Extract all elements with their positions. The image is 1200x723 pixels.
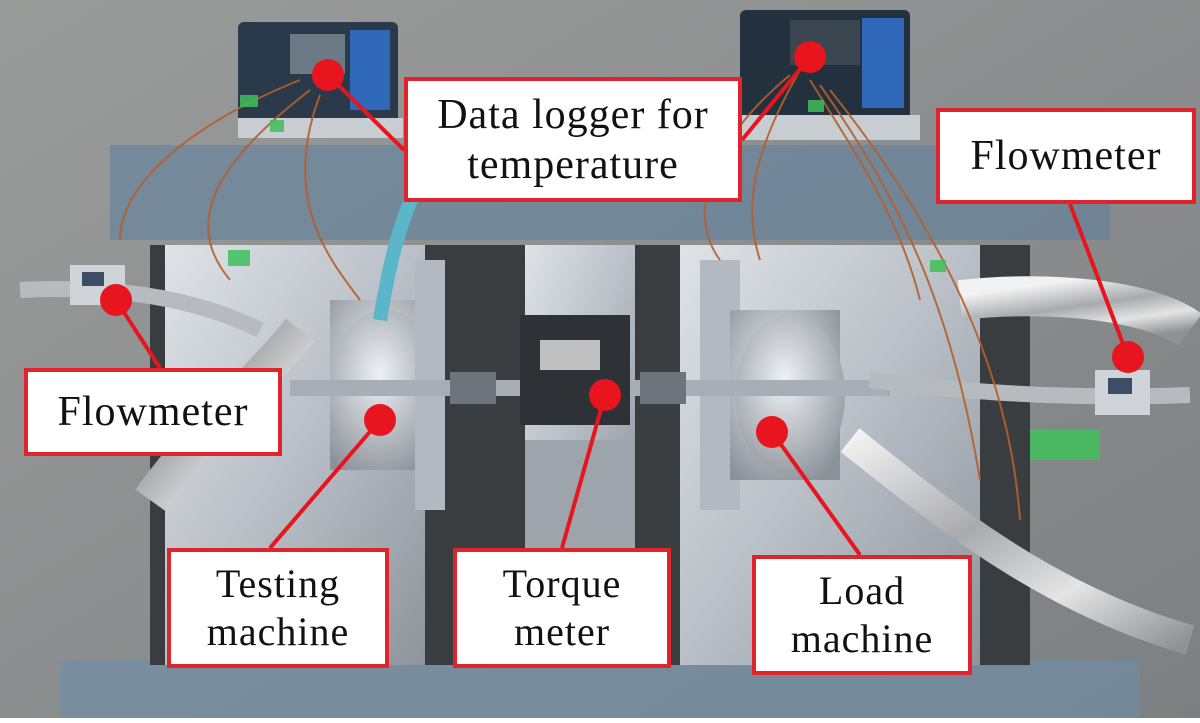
callout-text: Flowmeter [970, 133, 1162, 179]
blue-pad-bottom [60, 660, 1140, 718]
marker-dot [364, 404, 396, 436]
marker-dot [100, 284, 132, 316]
callout-text: machine [206, 609, 350, 654]
callout-data-logger: Data logger for temperature [404, 77, 742, 202]
callout-flowmeter-right: Flowmeter [936, 108, 1196, 204]
callout-torque-meter: Torque meter [453, 548, 671, 668]
callout-text: temperature [467, 141, 679, 188]
thermocouple-wires [119, 69, 1021, 521]
marker-dot [312, 59, 344, 91]
callout-testing-machine: Testing machine [167, 548, 389, 668]
marker-dot [756, 416, 788, 448]
callout-text: Load [818, 568, 906, 613]
marker-dot [794, 41, 826, 73]
callout-text: Torque [502, 561, 622, 606]
marker-dots [100, 41, 1144, 448]
couplings [450, 372, 686, 404]
gray-hose-left [19, 281, 264, 338]
marker-dot [1112, 341, 1144, 373]
callout-text: machine [790, 616, 934, 661]
callout-flowmeter-left: Flowmeter [24, 368, 282, 456]
callout-text: Flowmeter [57, 389, 249, 435]
foil-duct-right [957, 276, 1200, 347]
green-tape [228, 95, 1100, 460]
callout-load-machine: Load machine [752, 555, 972, 675]
callout-text: Testing [215, 561, 341, 606]
callout-text: meter [513, 609, 611, 654]
marker-dot [589, 379, 621, 411]
callout-text: Data logger for [437, 91, 709, 138]
